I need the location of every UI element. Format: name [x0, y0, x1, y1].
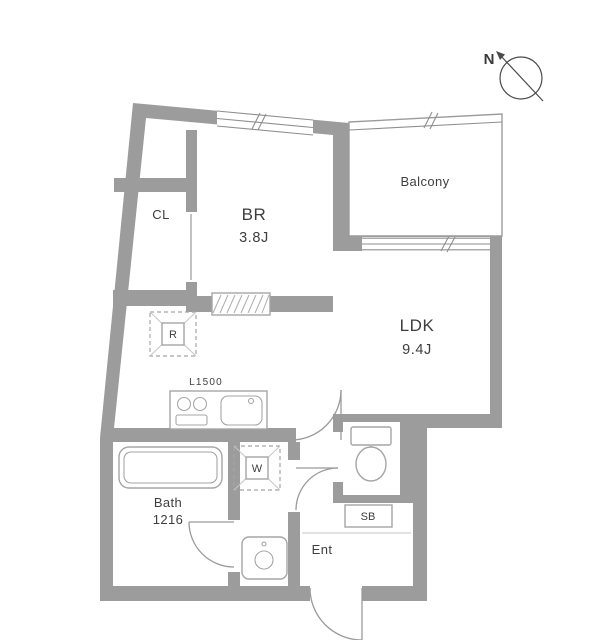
kitchen-counter-label: L1500 — [189, 377, 223, 388]
entrance-label: Ent — [312, 542, 333, 557]
washer-label-box — [245, 456, 269, 480]
toilet-door-opening — [331, 432, 345, 482]
stove-burner-icon — [192, 396, 208, 412]
kitchen-counter — [169, 390, 268, 430]
bedroom-window — [216, 110, 314, 136]
stove-burner-icon — [176, 396, 192, 412]
refrigerator-label-box — [161, 322, 185, 346]
compass-icon: N — [484, 51, 544, 102]
faucet-icon — [247, 397, 255, 405]
bath-door — [188, 521, 235, 568]
wall-openings — [184, 212, 362, 602]
bath-size: 1216 — [153, 512, 184, 527]
ldk-name: LDK — [400, 316, 435, 335]
kitchen-sink-icon — [220, 395, 263, 426]
vanity-sink-icon — [241, 536, 288, 580]
toilet-bottom-wall — [333, 495, 413, 503]
refrigerator-space: R — [149, 311, 197, 357]
ldk-size: 9.4J — [402, 342, 432, 358]
entrance-door — [309, 587, 363, 640]
shoe-box-label: SB — [361, 511, 376, 523]
bathtub-icon — [118, 446, 223, 489]
ldk-door — [290, 389, 342, 441]
closet-bottom-wall — [113, 290, 196, 306]
north-label: N — [484, 51, 495, 68]
toilet-right-wall — [400, 422, 413, 495]
washer-label: W — [252, 463, 263, 475]
bath-top-wall — [113, 428, 296, 442]
bedroom-window-break-mark — [251, 112, 267, 131]
bedroom-size: 3.8J — [239, 230, 269, 246]
bath-name: Bath — [154, 495, 182, 510]
shoe-box — [344, 504, 393, 528]
refrigerator-label: R — [169, 329, 177, 341]
sliding-door-hatch — [211, 292, 271, 316]
balcony-label: Balcony — [400, 174, 449, 189]
room-labels: BR 3.8J CL LDK 9.4J L1500 Bath 1216 SB E… — [152, 205, 434, 557]
bath-door-opening — [226, 520, 242, 572]
entrance-door-opening — [310, 586, 362, 602]
bedroom-name: BR — [242, 205, 267, 224]
stove-grill-icon — [175, 414, 208, 426]
washer-space: W — [233, 445, 281, 491]
ldk-window — [362, 235, 490, 253]
closet-top-wall — [114, 178, 197, 192]
balcony-break-mark — [423, 111, 439, 130]
closet-label: CL — [152, 207, 169, 222]
balcony-area: Balcony — [348, 111, 503, 237]
washroom-door — [295, 467, 339, 511]
compass-arrowhead — [496, 51, 505, 60]
toilet-top-wall — [333, 414, 413, 422]
ldk-window-break-mark — [440, 235, 456, 253]
toilet-icon — [350, 426, 392, 482]
